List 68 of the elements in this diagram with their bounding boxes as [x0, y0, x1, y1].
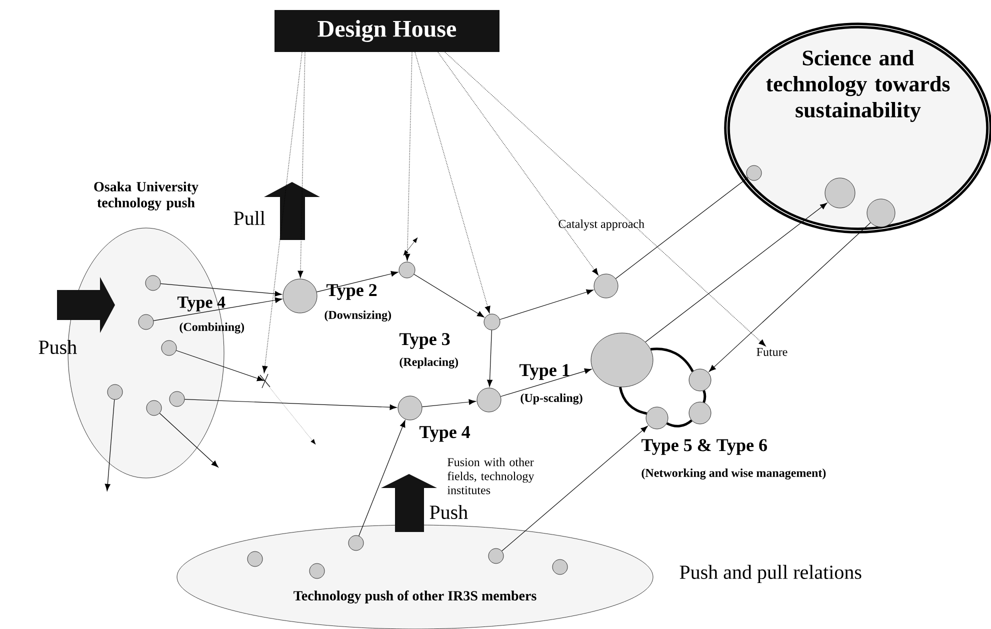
circle-node — [688, 368, 712, 392]
ring-link — [702, 390, 706, 403]
arrow — [422, 399, 476, 408]
label: Future — [756, 348, 788, 356]
label: Type 5 & Type 6 — [641, 439, 767, 455]
arrow — [438, 52, 598, 276]
circle-node — [398, 396, 422, 420]
title-box: Design House — [274, 10, 500, 52]
circle-node — [247, 551, 263, 567]
arrow — [358, 420, 406, 536]
circle-node — [107, 384, 123, 400]
label: Type 4 — [177, 296, 226, 312]
circle-node — [145, 275, 161, 291]
circle-node — [169, 391, 185, 407]
circle-node — [476, 388, 502, 412]
ring-link — [666, 419, 692, 428]
label: Catalyst approach — [558, 220, 644, 230]
arrow — [104, 399, 115, 492]
arrow — [153, 297, 282, 322]
arrow — [444, 52, 766, 346]
arrow — [708, 222, 871, 372]
arrow — [160, 283, 282, 297]
label: Push — [38, 340, 77, 354]
arrow — [502, 426, 648, 552]
ring-link — [618, 386, 648, 415]
label: (Networking and wise management) — [642, 468, 826, 480]
arrow — [298, 52, 306, 278]
arrow — [184, 399, 397, 410]
label: (Downsizing) — [324, 310, 391, 322]
label: (Up-scaling) — [520, 394, 582, 404]
label: Type 2 — [326, 284, 377, 300]
circle-node — [309, 563, 325, 579]
circle-node — [484, 314, 500, 330]
circle-node — [594, 274, 618, 298]
label: Type 3 — [400, 333, 450, 349]
arrow — [176, 350, 264, 382]
circle-node — [688, 402, 712, 424]
circle-node — [488, 548, 504, 564]
arrow — [645, 202, 828, 342]
arrow — [500, 289, 594, 320]
label: (Combining) — [180, 322, 244, 334]
ring-link — [650, 348, 694, 372]
label: (Replacing) — [400, 358, 458, 368]
circle-node — [590, 332, 654, 388]
label: Pull — [234, 210, 266, 226]
arrow — [500, 368, 592, 397]
circle-node — [398, 262, 416, 278]
arrow — [414, 52, 490, 314]
circle-node — [161, 340, 177, 356]
circle-node — [646, 406, 668, 430]
label: Push and pull relations — [680, 564, 862, 584]
group-heading: Osaka University technology push — [94, 182, 198, 210]
label: Push — [430, 504, 468, 520]
circle-node — [138, 314, 154, 330]
label: Type 1 — [519, 364, 570, 380]
group-label: Technology push of other IR3S members — [294, 590, 536, 604]
arrow — [404, 52, 412, 261]
arrow — [487, 330, 493, 387]
arrow — [159, 412, 218, 468]
label: Type 4 — [420, 426, 470, 442]
circle-node — [146, 400, 162, 416]
circle-node — [348, 535, 364, 551]
arrow — [262, 52, 302, 374]
circle-node — [282, 278, 318, 314]
arrow — [316, 271, 398, 292]
label: Fusion with other fields, technology institutes — [447, 458, 534, 494]
circle-node — [552, 559, 568, 575]
arrow — [414, 274, 484, 318]
